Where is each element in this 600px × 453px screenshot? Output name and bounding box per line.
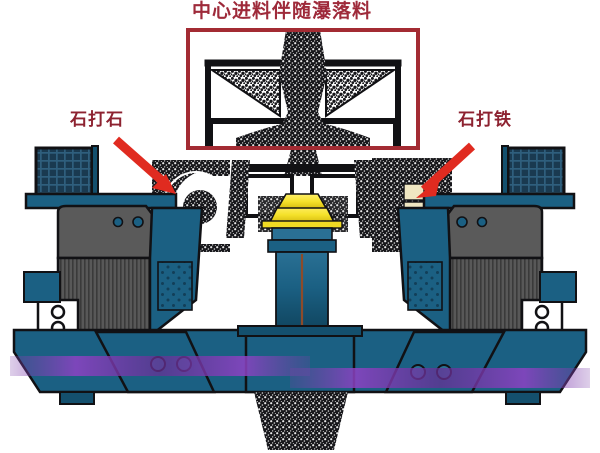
discharge-band-right — [290, 368, 590, 388]
diagram-title: 中心进料伴随瀑落料 — [192, 0, 373, 22]
callout-label-rock-on-rock: 石打石 — [70, 110, 124, 130]
callout-label-rock-on-iron: 石打铁 — [458, 110, 512, 130]
callout-arrow-right — [416, 142, 476, 198]
rotor-distributor-plate — [261, 193, 343, 229]
callout-arrow-left — [113, 136, 176, 194]
right-drive-assembly — [396, 145, 577, 342]
feed-hopper-assembly — [204, 30, 402, 176]
machine-base-frame — [10, 325, 590, 450]
main-shaft — [265, 227, 339, 343]
product-discharge — [254, 392, 348, 450]
left-drive-assembly — [23, 145, 204, 342]
feed-hopper-highlight-box — [186, 28, 420, 150]
discharge-band-left — [10, 356, 310, 376]
